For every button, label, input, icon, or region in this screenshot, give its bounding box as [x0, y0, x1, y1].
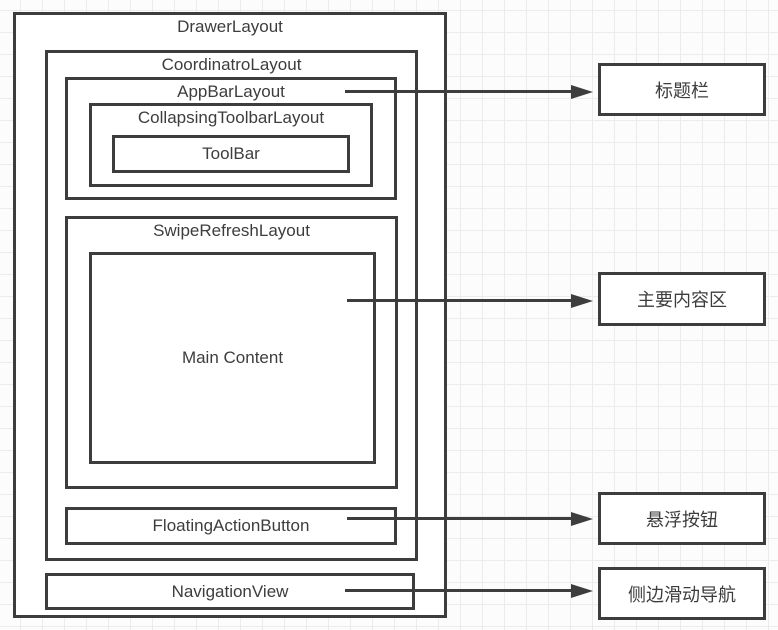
label-main-content-area-text: 主要内容区: [637, 290, 727, 310]
box-coordinator-layout: CoordinatroLayout AppBarLayout Collapsin…: [45, 50, 418, 561]
box-toolbar: ToolBar: [112, 135, 350, 173]
box-collapsing-toolbar-layout-label: CollapsingToolbarLayout: [137, 108, 325, 127]
label-title-bar: 标题栏: [598, 63, 766, 116]
box-navigation-view-label: NavigationView: [171, 581, 289, 601]
box-swipe-refresh-layout-label: SwipeRefreshLayout: [153, 221, 310, 240]
box-drawer-layout: DrawerLayout CoordinatroLayout AppBarLay…: [13, 12, 447, 618]
box-appbar-layout: AppBarLayout CollapsingToolbarLayout Too…: [65, 77, 397, 200]
box-main-content: Main Content: [89, 252, 376, 464]
box-collapsing-toolbar-layout: CollapsingToolbarLayout ToolBar: [89, 103, 373, 187]
box-appbar-layout-label: AppBarLayout: [177, 82, 285, 101]
arrow-main-content-to-content-area: [347, 293, 593, 308]
box-drawer-layout-label: DrawerLayout: [177, 17, 283, 36]
box-coordinator-layout-label: CoordinatroLayout: [161, 55, 302, 74]
label-floating-button-text: 悬浮按钮: [646, 509, 718, 530]
box-swipe-refresh-layout: SwipeRefreshLayout Main Content: [65, 216, 398, 489]
arrow-navigation-view-to-side-nav: [345, 583, 593, 598]
box-floating-action-button-label: FloatingActionButton: [152, 516, 310, 535]
arrow-fab-to-floating-button: [347, 511, 593, 526]
arrow-appbar-to-title-bar: [345, 84, 593, 99]
label-floating-button: 悬浮按钮: [598, 492, 766, 545]
box-main-content-label: Main Content: [181, 348, 284, 367]
label-main-content-area: 主要内容区: [598, 272, 766, 326]
box-floating-action-button: FloatingActionButton: [65, 507, 397, 545]
box-toolbar-label: ToolBar: [202, 144, 260, 163]
label-side-slide-nav-text: 侧边滑动导航: [628, 584, 736, 605]
label-side-slide-nav: 侧边滑动导航: [598, 567, 766, 620]
label-title-bar-text: 标题栏: [655, 80, 709, 101]
